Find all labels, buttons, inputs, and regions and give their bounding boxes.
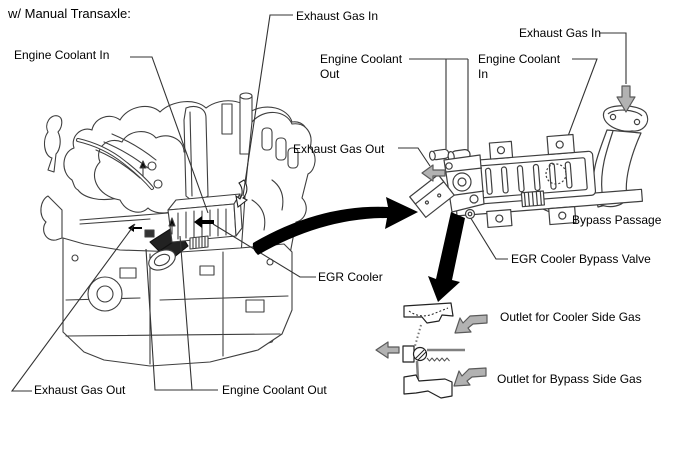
label-engine-coolant-in-left: Engine Coolant In xyxy=(14,48,110,62)
zoom-arrow-icon xyxy=(252,197,418,255)
leader-lines xyxy=(12,15,626,391)
label-exhaust-gas-in-top: Exhaust Gas In xyxy=(296,9,379,23)
label-bypass-passage: Bypass Passage xyxy=(572,213,662,227)
engine-illustration xyxy=(41,93,315,366)
exhaust-in-flow-arrow-icon xyxy=(617,86,635,112)
variant-title: w/ Manual Transaxle: xyxy=(8,6,131,21)
exhaust-out-flow-arrow-icon xyxy=(422,165,445,181)
egr-cooler-detail-illustration xyxy=(410,106,648,232)
cooler-outlet-flow-arrow-icon xyxy=(455,315,487,333)
label-exhaust-gas-out-bottom: Exhaust Gas Out xyxy=(34,383,126,397)
label-engine-coolant-out-top: Engine Coolant Out xyxy=(320,52,403,81)
valve-outlet-detail-illustration xyxy=(403,303,465,398)
label-egr-cooler-bypass-valve: EGR Cooler Bypass Valve xyxy=(511,252,651,266)
label-outlet-bypass-side: Outlet for Bypass Side Gas xyxy=(497,372,642,386)
label-outlet-cooler-side: Outlet for Cooler Side Gas xyxy=(500,310,641,324)
label-exhaust-gas-in-right: Exhaust Gas In xyxy=(519,26,602,40)
label-exhaust-gas-out-mid: Exhaust Gas Out xyxy=(293,142,385,156)
label-engine-coolant-in-right: Engine Coolant In xyxy=(478,52,561,81)
bypass-outlet-flow-arrow-icon xyxy=(454,368,486,386)
label-egr-cooler: EGR Cooler xyxy=(318,270,383,284)
bypass-left-flow-arrow-icon xyxy=(376,342,399,358)
down-arrow-icon xyxy=(428,212,465,302)
label-engine-coolant-out-bottom: Engine Coolant Out xyxy=(222,383,327,397)
